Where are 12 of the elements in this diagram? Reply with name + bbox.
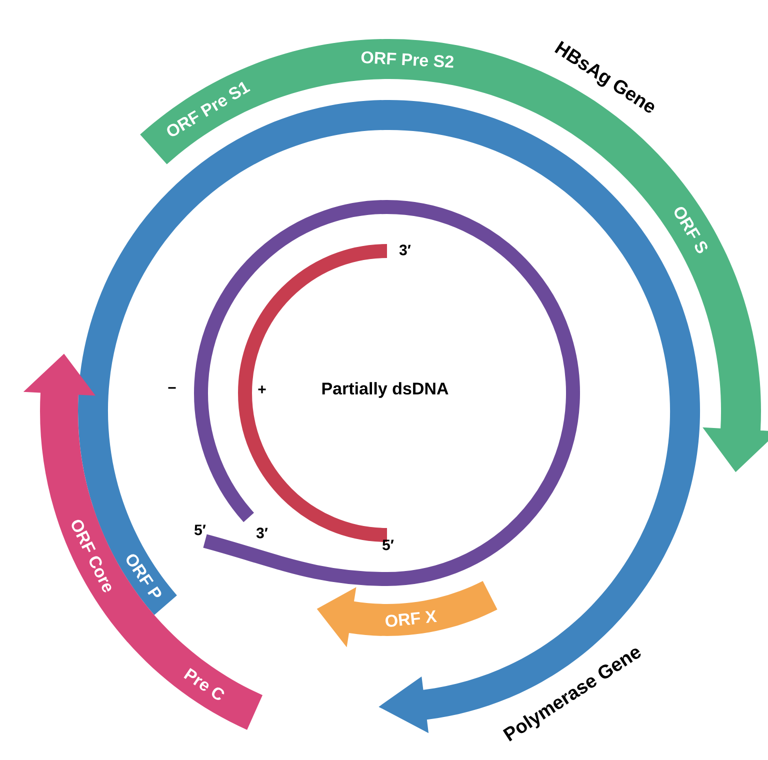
arc-label: ORF Pre S1	[167, 82, 250, 136]
arc-label: ORF X	[386, 610, 437, 627]
arc-label: Pre C	[184, 668, 224, 700]
strand-end-label: 5′	[382, 540, 394, 550]
arc-label: ORF Core	[72, 520, 112, 592]
strand-sign: +	[258, 386, 266, 394]
strand-end-label: 5′	[194, 524, 206, 536]
arc-label: ORF Pre S2	[361, 51, 454, 68]
strand-sign: −	[168, 387, 176, 389]
strand-end-label: 3′	[399, 244, 411, 256]
strand-end-label: 3′	[256, 528, 268, 538]
center-label: Partially dsDNA	[322, 382, 448, 398]
